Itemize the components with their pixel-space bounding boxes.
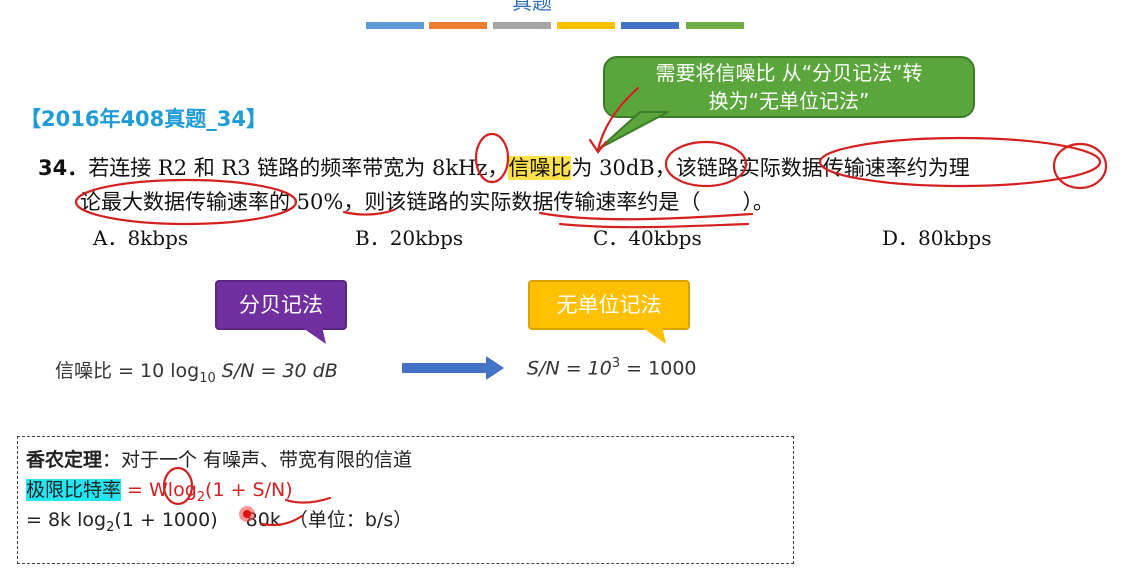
- calc-b: (1 + 1000): [114, 509, 218, 531]
- callout-line-2: 换为“无单位记法”: [708, 89, 870, 113]
- decibel-formula-left: 信噪比 = 10 log: [55, 360, 200, 382]
- color-bar-4: [557, 22, 615, 29]
- color-bar-6: [686, 22, 744, 29]
- shannon-description: ：对于一个 有噪声、带宽有限的信道: [102, 449, 413, 471]
- calc-result: 80k: [245, 509, 281, 531]
- decibel-formula: 信噪比 = 10 log10 S/N = 30 dB: [55, 356, 338, 386]
- bubble-decibel: 分贝记法: [215, 280, 347, 330]
- limit-formula-a: = Wlog: [121, 479, 197, 501]
- limit-bitrate-line: 极限比特率 = Wlog2(1 + S/N): [26, 475, 293, 505]
- unitless-formula: S/N = 103 = 1000: [527, 356, 697, 379]
- option-c: C．40kbps: [593, 226, 702, 250]
- calc-a: = 8k log: [26, 509, 107, 531]
- highlight-snr: 信噪比: [508, 156, 572, 180]
- question-number: 34．: [38, 156, 89, 180]
- color-bar-3: [493, 22, 551, 29]
- unitless-formula-left: S/N = 10: [527, 357, 612, 380]
- option-a: A．8kbps: [93, 226, 189, 250]
- option-b: B．20kbps: [355, 226, 464, 250]
- callout-line-1: 需要将信噪比 从“分贝记法”转: [655, 61, 923, 85]
- calc-unit: （单位：b/s）: [288, 509, 413, 531]
- limit-bitrate-label: 极限比特率: [26, 479, 122, 501]
- decibel-formula-sub: 10: [199, 370, 216, 386]
- color-bar-1: [366, 22, 424, 29]
- option-d: D．80kbps: [882, 226, 992, 250]
- callout-note: 需要将信噪比 从“分贝记法”转 换为“无单位记法”: [603, 56, 975, 118]
- color-bar-2: [429, 22, 487, 29]
- question-text-part1: 若连接 R2 和 R3 链路的频率带宽为 8kHz，: [88, 156, 509, 180]
- shannon-title: 香农定理: [26, 449, 103, 471]
- limit-formula-b: (1 + S/N): [205, 479, 293, 501]
- slide-title: 真题: [512, 0, 552, 14]
- unitless-formula-sup: 3: [611, 356, 621, 371]
- unitless-formula-right: = 1000: [620, 357, 697, 380]
- shannon-title-line: 香农定理：对于一个 有噪声、带宽有限的信道: [26, 445, 412, 472]
- limit-formula-sub: 2: [196, 489, 206, 505]
- question-text-part2: 为 30dB，该链路实际数据传输速率约为理: [571, 156, 970, 180]
- bubble-unitless: 无单位记法: [528, 280, 690, 330]
- decibel-formula-right: S/N = 30 dB: [215, 360, 338, 382]
- question-line-2: 论最大数据传输速率的 50%，则该链路的实际数据传输速率约是（ ）。: [80, 190, 774, 214]
- question-tag: 【2016年408真题_34】: [20, 107, 268, 131]
- question-line-1: 34．若连接 R2 和 R3 链路的频率带宽为 8kHz，信噪比为 30dB，该…: [38, 152, 970, 182]
- calc-sub: 2: [106, 519, 115, 535]
- calculation-line: = 8k log2(1 + 1000) 80k （单位：b/s）: [26, 505, 412, 535]
- shannon-theorem-box: 香农定理：对于一个 有噪声、带宽有限的信道 极限比特率 = Wlog2(1 + …: [17, 436, 794, 564]
- color-bar-5: [621, 22, 679, 29]
